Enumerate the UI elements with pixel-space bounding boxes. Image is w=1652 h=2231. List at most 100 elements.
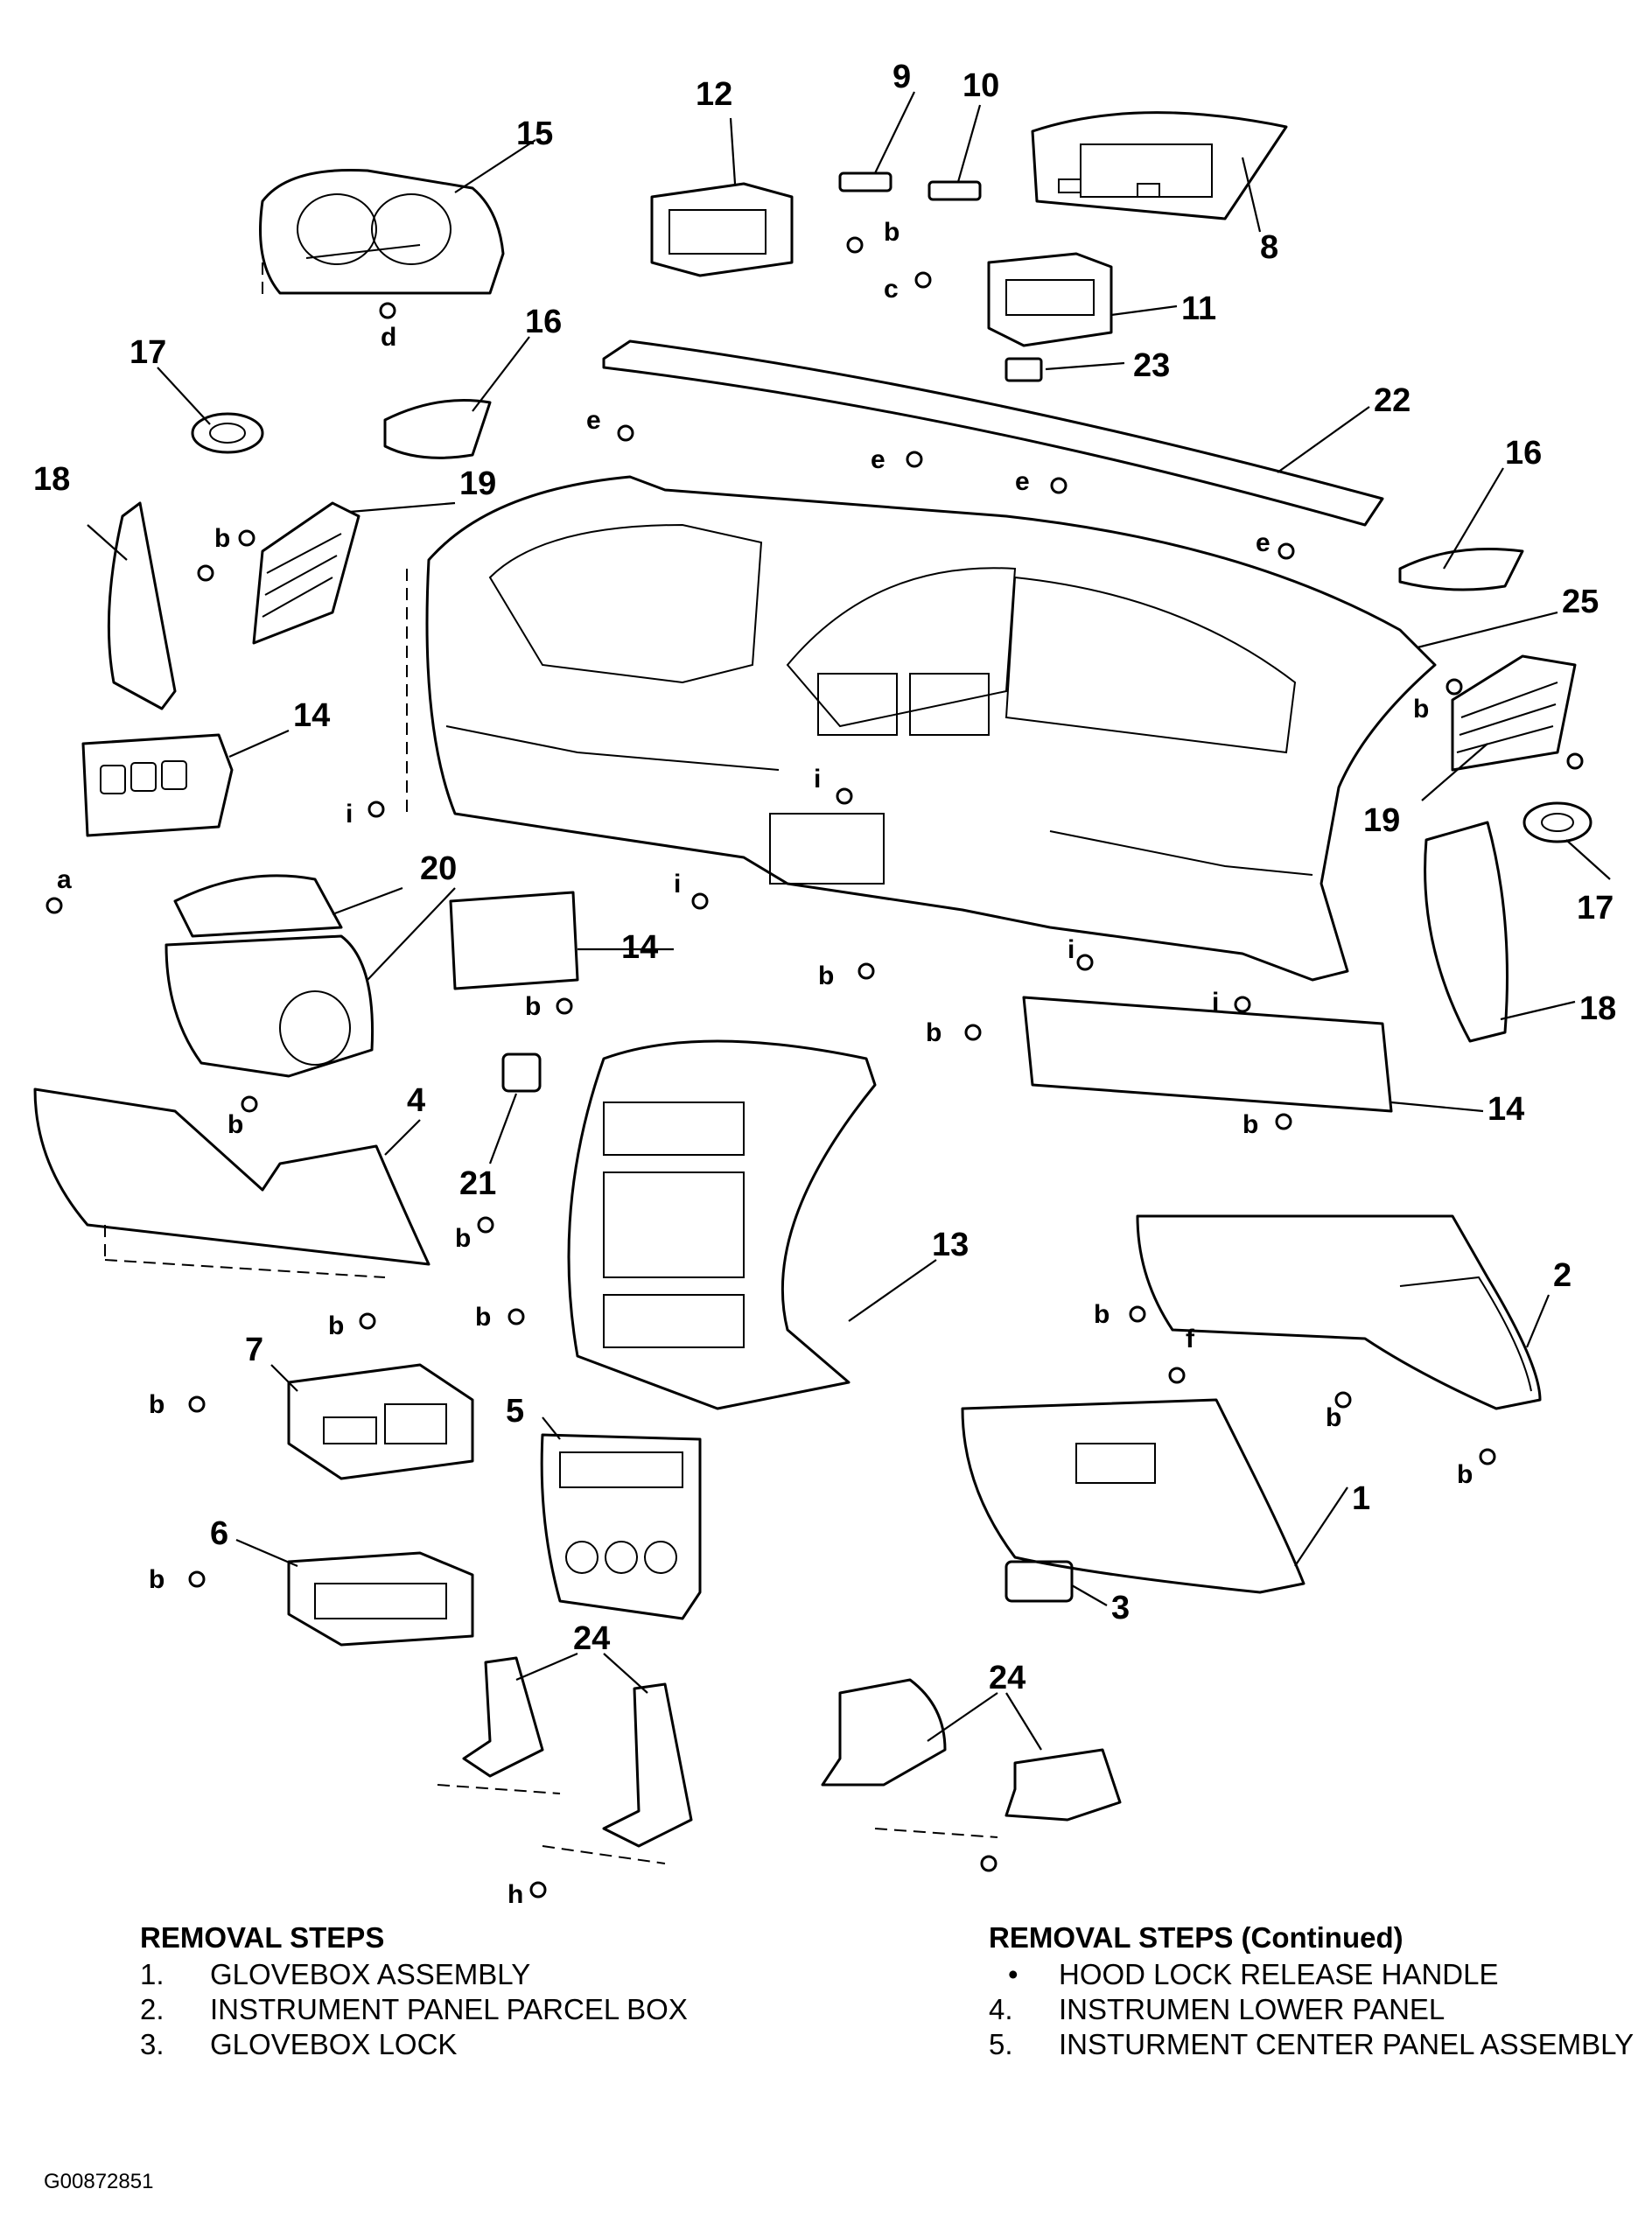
step-number: 1.	[140, 1958, 164, 1990]
part-5-center-panel-assembly	[540, 1433, 702, 1620]
callout-16b: 16	[1505, 435, 1542, 472]
callout-20: 20	[420, 850, 457, 887]
part-combination-meter	[259, 168, 505, 297]
fastener-i: i	[674, 870, 681, 899]
part-12-module	[650, 182, 794, 277]
part-21-hood-release-handle	[501, 1053, 542, 1093]
callout-1: 1	[1352, 1480, 1370, 1517]
fastener-b: b	[1094, 1300, 1110, 1329]
part-2-parcel-box	[1136, 1214, 1542, 1410]
step-text: GLOVEBOX ASSEMBLY	[210, 1958, 531, 1990]
removal-steps-continued-heading: REMOVAL STEPS (Continued)	[989, 1921, 1404, 1954]
step-row: 2. INSTRUMENT PANEL PARCEL BOX	[140, 1992, 770, 2027]
step-text: GLOVEBOX LOCK	[210, 2028, 458, 2060]
fastener-b: b	[1326, 1403, 1341, 1432]
callout-17b: 17	[1577, 890, 1614, 927]
fastener-e: e	[1015, 467, 1030, 496]
fastener-b: b	[1242, 1110, 1258, 1139]
step-row: 1. GLOVEBOX ASSEMBLY	[140, 1957, 770, 1992]
callout-9: 9	[892, 59, 911, 95]
callout-7: 7	[245, 1332, 263, 1368]
callout-23: 23	[1133, 347, 1170, 384]
step-number: 4.	[989, 1993, 1013, 2025]
callout-22: 22	[1374, 382, 1410, 419]
removal-steps: REMOVAL STEPS 1. GLOVEBOX ASSEMBLY 2. IN…	[140, 1920, 770, 2062]
callout-17a: 17	[130, 334, 166, 371]
part-13-center-panel-frame	[567, 1039, 877, 1410]
part-17-speaker-right	[1522, 801, 1592, 843]
callout-25: 25	[1562, 584, 1599, 620]
callout-5: 5	[506, 1393, 524, 1430]
part-instrument-panel-main	[406, 475, 1437, 982]
part-9-switch	[838, 171, 892, 192]
fastener-a: a	[57, 865, 72, 894]
part-14-lower-cover-center	[449, 891, 579, 990]
callout-18a: 18	[33, 461, 70, 498]
callout-19b: 19	[1363, 802, 1400, 839]
leader-lines	[87, 91, 1611, 1751]
part-3-glovebox-lock	[1004, 1560, 1074, 1603]
part-16-grille-left	[383, 399, 492, 459]
fastener-b: b	[228, 1110, 243, 1139]
fastener-b: b	[818, 962, 834, 990]
part-4-instrument-lower-panel	[33, 1088, 430, 1278]
fastener-c: c	[884, 275, 899, 304]
callout-21: 21	[459, 1165, 496, 1202]
step-number: 3.	[140, 2028, 164, 2060]
callout-16a: 16	[525, 304, 562, 340]
callout-4: 4	[407, 1082, 425, 1119]
figure-id: G00872851	[44, 2170, 154, 2193]
callout-3: 3	[1111, 1590, 1130, 1626]
callout-18b: 18	[1579, 990, 1616, 1027]
part-17-speaker-left	[191, 412, 264, 454]
callout-13: 13	[932, 1227, 969, 1263]
fastener-b: b	[1413, 695, 1429, 724]
part-14-knee-bolster-right	[1022, 996, 1393, 1113]
fastener-b: b	[884, 218, 900, 247]
part-14-switch-panel-left	[81, 733, 234, 837]
step-bullet: •	[1008, 1958, 1018, 1990]
fastener-i: i	[814, 765, 821, 794]
part-24-brackets-right	[821, 1678, 1122, 1838]
step-text: INSTRUMEN LOWER PANEL	[1059, 1993, 1446, 2025]
fastener-e: e	[871, 445, 886, 474]
part-19-vent-left	[252, 501, 360, 645]
callout-6: 6	[210, 1515, 228, 1552]
callout-12: 12	[696, 76, 732, 113]
step-number: 5.	[989, 2028, 1013, 2060]
fastener-b: b	[475, 1303, 491, 1332]
part-16-grille-right	[1398, 548, 1524, 591]
part-24-brackets-left	[437, 1656, 693, 1864]
callout-11: 11	[1181, 290, 1216, 327]
fastener-f: f	[1186, 1325, 1195, 1353]
step-text: INSTRUMENT PANEL PARCEL BOX	[210, 1993, 688, 2025]
removal-steps-heading: REMOVAL STEPS	[140, 1921, 385, 1954]
step-text: INSTURMENT CENTER PANEL ASSEMBLY	[1059, 2028, 1634, 2060]
fastener-b: b	[149, 1565, 164, 1594]
fastener-b: b	[214, 524, 230, 553]
callout-10: 10	[962, 67, 999, 104]
fastener-d: d	[381, 323, 396, 352]
callout-24b: 24	[989, 1660, 1026, 1696]
callout-15: 15	[516, 115, 553, 152]
screw-icons	[46, 236, 1584, 1899]
step-row: 4. INSTRUMEN LOWER PANEL	[989, 1992, 1636, 2027]
fastener-e: e	[586, 406, 601, 435]
part-18-side-panel-left	[107, 501, 177, 710]
part-19-vent-right	[1451, 654, 1577, 772]
step-row: 5. INSTURMENT CENTER PANEL ASSEMBLY	[989, 2027, 1636, 2062]
step-row: • HOOD LOCK RELEASE HANDLE	[989, 1957, 1636, 1992]
fastener-b: b	[926, 1018, 942, 1047]
part-callouts: 1 2 3 4 5 6 7 8 9 10 11 12 13 14 14 14 1…	[33, 59, 1616, 1696]
part-11-audio-unit	[987, 252, 1113, 347]
fastener-b: b	[1457, 1460, 1473, 1489]
fastener-i: i	[346, 800, 353, 829]
part-1-glovebox-assembly	[961, 1398, 1306, 1594]
callout-14b: 14	[621, 929, 658, 966]
part-23-clip	[1004, 357, 1043, 382]
part-22-defroster-garnish	[602, 339, 1384, 527]
fastener-i: i	[1068, 935, 1074, 964]
callout-2: 2	[1553, 1257, 1572, 1294]
callout-14c: 14	[1488, 1091, 1524, 1128]
